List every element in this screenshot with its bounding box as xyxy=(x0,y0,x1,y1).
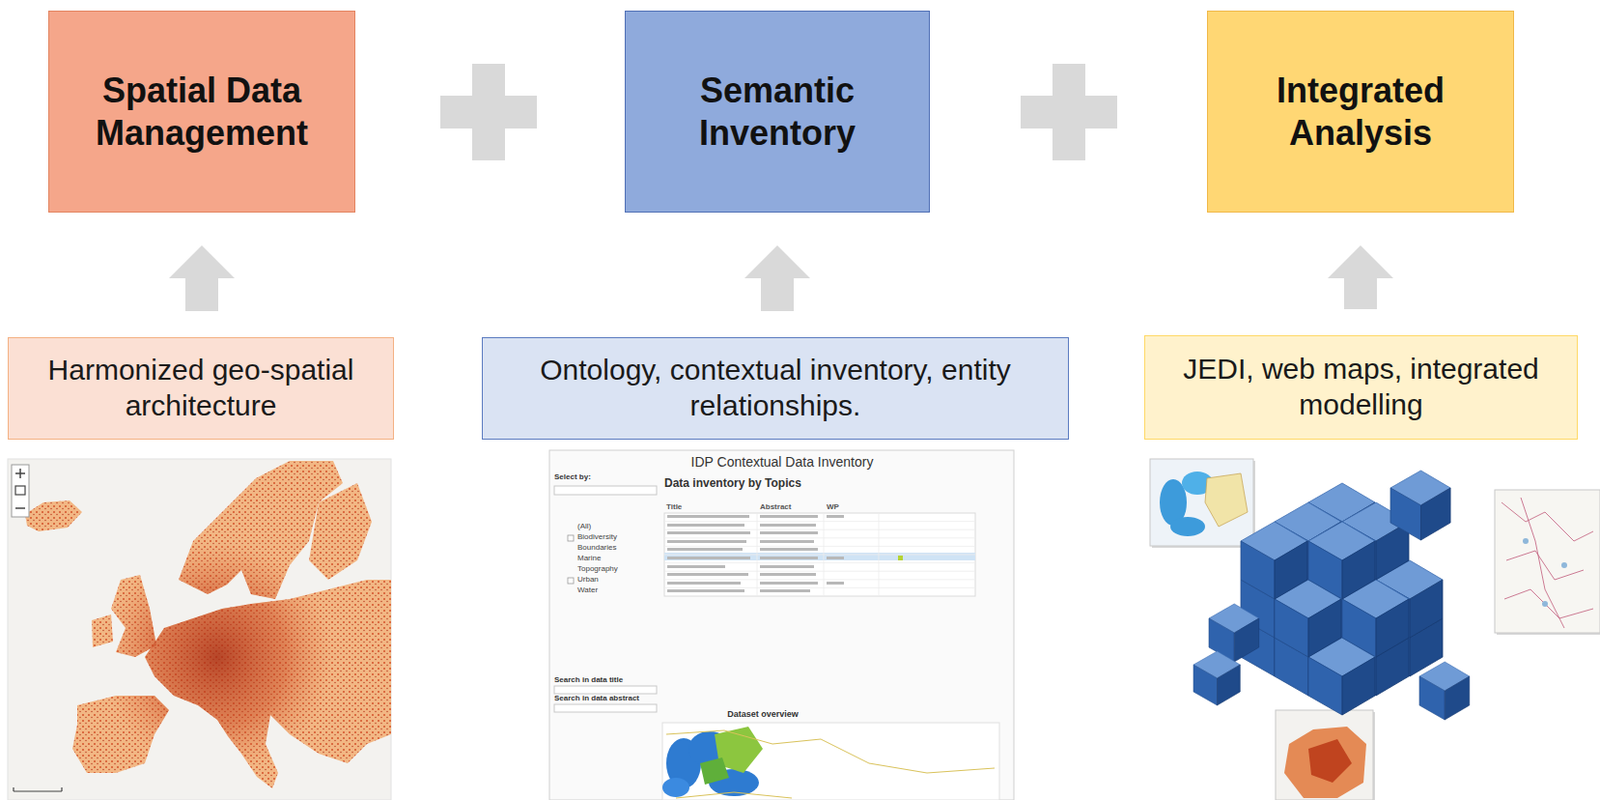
block-arrow xyxy=(1327,245,1394,309)
box-label: Integrated Analysis xyxy=(1217,69,1504,155)
screenshot-label: Topography xyxy=(577,564,618,574)
plus-sign xyxy=(440,63,537,161)
data-table xyxy=(664,512,976,596)
box-label: JEDI, web maps, integrated modelling xyxy=(1154,351,1568,422)
stage-box: Spatial Data Management xyxy=(48,10,356,213)
block-arrow xyxy=(744,245,811,311)
screenshot-label: Title xyxy=(666,503,682,512)
component-box: Harmonized geo-spatial architecture xyxy=(7,336,394,440)
zoom-control xyxy=(11,464,29,517)
screenshot-label: Water xyxy=(577,586,598,595)
box-label: Ontology, contextual inventory, entity r… xyxy=(492,352,1059,423)
screenshot-label: Biodiversity xyxy=(577,533,618,542)
box-label: Spatial Data Management xyxy=(58,69,345,155)
component-box: JEDI, web maps, integrated modelling xyxy=(1144,335,1578,440)
plus-sign xyxy=(1020,63,1118,161)
cube-stack xyxy=(1193,470,1470,720)
inventory-screenshot xyxy=(549,449,1014,800)
scale-bar xyxy=(13,786,62,791)
europe-map xyxy=(7,458,392,800)
map-thumbnail xyxy=(1494,489,1600,635)
screenshot-label: Search in data abstract xyxy=(554,694,640,703)
screenshot-label: (All) xyxy=(577,522,591,532)
component-box: Ontology, contextual inventory, entity r… xyxy=(481,336,1069,440)
stage-box: Integrated Analysis xyxy=(1207,10,1515,213)
screenshot-label: Abstract xyxy=(759,503,791,512)
screenshot-label: Urban xyxy=(577,575,599,585)
screenshot-label: Marine xyxy=(577,554,601,563)
screenshot-label: Dataset overview xyxy=(727,709,799,720)
block-arrow xyxy=(168,245,235,311)
overview-map xyxy=(662,722,1000,800)
box-label: Harmonized geo-spatial architecture xyxy=(18,352,384,423)
screenshot-label: Data inventory by Topics xyxy=(664,477,802,490)
screenshot-label: Select by: xyxy=(554,473,591,482)
screenshot-label: Search in data title xyxy=(554,675,623,685)
screenshot-label: Boundaries xyxy=(577,543,617,553)
map-thumbnail xyxy=(1150,458,1256,548)
map-thumbnail xyxy=(1275,709,1376,800)
box-label: Semantic Inventory xyxy=(635,69,920,155)
stage-box: Semantic Inventory xyxy=(624,10,930,213)
screenshot-label: WP xyxy=(826,503,840,512)
screenshot-label: IDP Contextual Data Inventory xyxy=(691,454,874,470)
checkbox xyxy=(567,534,574,584)
